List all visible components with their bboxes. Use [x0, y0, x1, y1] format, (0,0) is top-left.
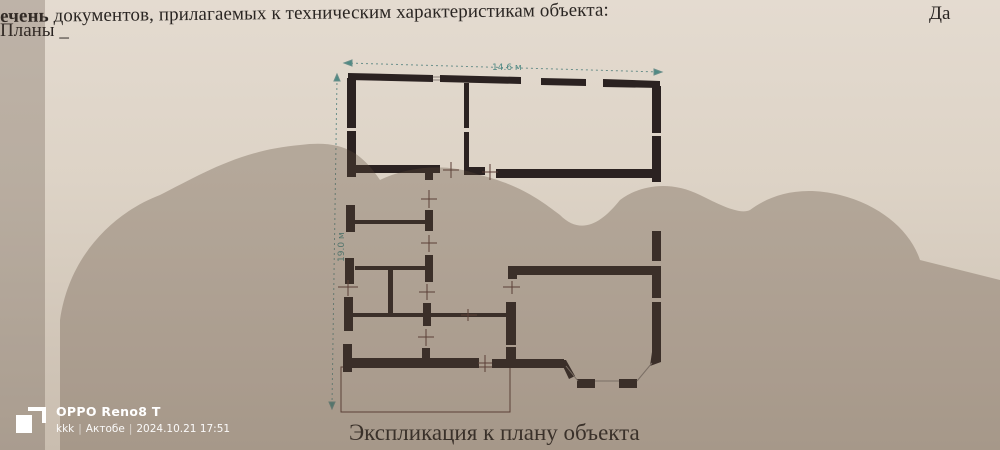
height-dimension-label: 19.0 м [337, 232, 347, 262]
photo-meta: kkk|Актобе|2024.10.21 17:51 [56, 423, 231, 435]
camera-brand-icon [16, 405, 46, 435]
height-dimension-line [328, 72, 341, 411]
walls [343, 73, 661, 388]
floor-plan: 14.6 м 19.0 м [328, 59, 664, 413]
datetime: 2024.10.21 17:51 [136, 423, 231, 435]
header-rest: документов, прилагаемых к техническим ха… [48, 0, 609, 27]
explication-caption: Экспликация к плану объекта [349, 420, 640, 445]
plans-label: Планы _ [0, 20, 69, 41]
user-name: kkk [56, 423, 75, 435]
device-name: OPPO Reno8 T [56, 404, 161, 419]
porch-outline [340, 366, 511, 413]
header-text: ечень документов, прилагаемых к техничес… [0, 0, 609, 28]
camera-watermark: OPPO Reno8 T kkk|Актобе|2024.10.21 17:51 [16, 404, 230, 435]
answer-yes: Да [929, 3, 951, 24]
width-dimension-line [342, 59, 664, 76]
width-dimension-label: 14.6 м [492, 63, 522, 73]
location: Актобе [85, 423, 125, 435]
